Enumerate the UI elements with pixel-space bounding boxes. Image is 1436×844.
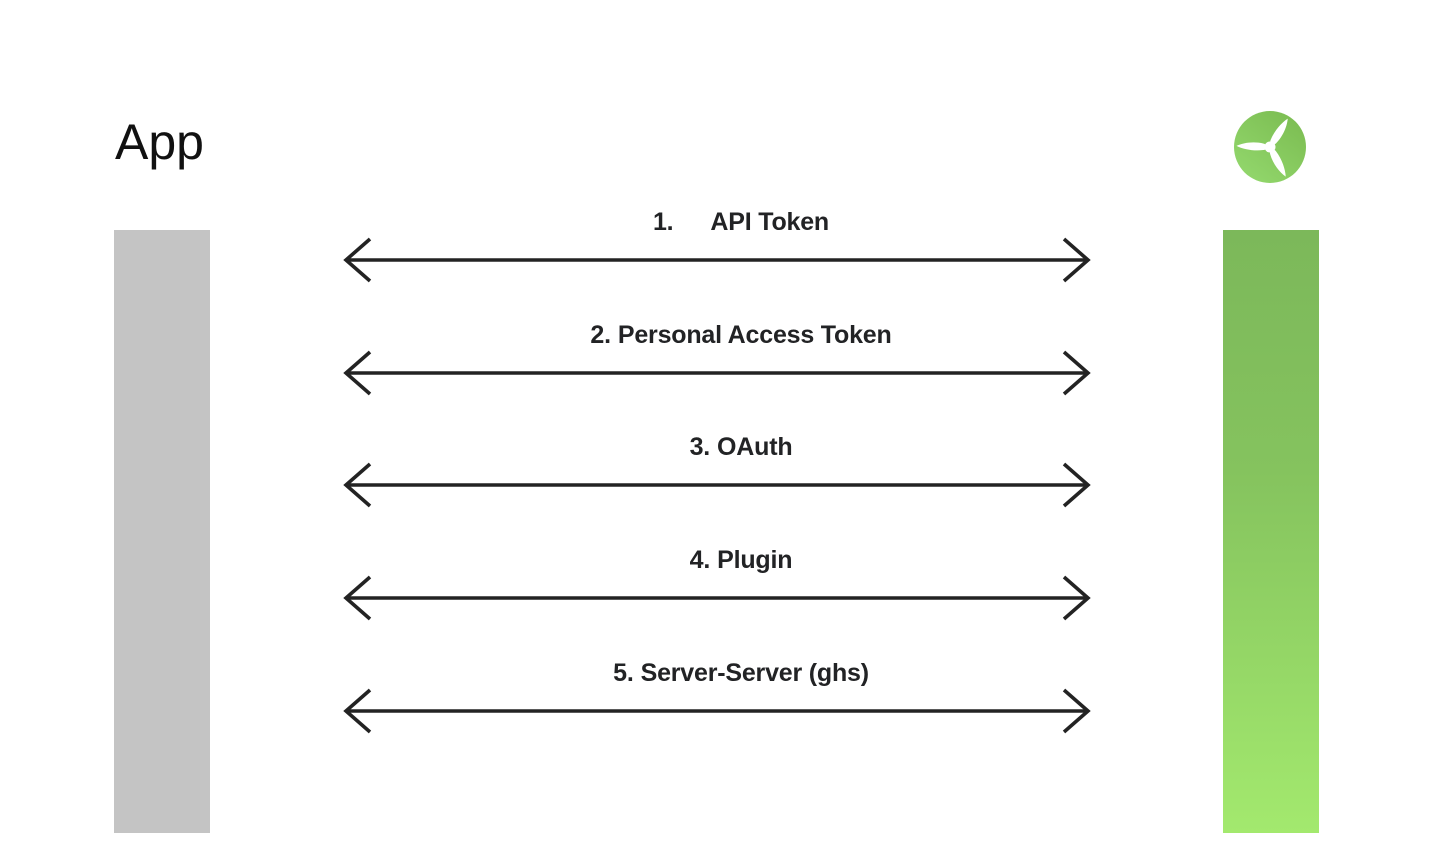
auth-method-text: OAuth xyxy=(717,433,793,461)
double-arrow xyxy=(343,575,1091,621)
auth-method-row: 2.Personal Access Token xyxy=(343,322,1091,396)
auth-method-text: Plugin xyxy=(717,546,793,574)
auth-method-row: 1. API Token xyxy=(343,209,1091,283)
auth-method-text: Server-Server (ghs) xyxy=(640,659,869,687)
double-arrow xyxy=(343,350,1091,396)
propeller-logo-icon xyxy=(1234,111,1306,183)
auth-method-number: 5. xyxy=(613,659,634,687)
auth-method-label: 3.OAuth xyxy=(367,434,1115,462)
service-lifeline-bar xyxy=(1223,230,1319,833)
auth-method-label: 5.Server-Server (ghs) xyxy=(367,660,1115,688)
page-title: App xyxy=(115,114,204,170)
auth-method-label: 2.Personal Access Token xyxy=(367,322,1115,350)
auth-method-text: API Token xyxy=(710,208,830,236)
double-arrow xyxy=(343,462,1091,508)
app-lifeline-bar xyxy=(114,230,210,833)
auth-method-row: 3.OAuth xyxy=(343,434,1091,508)
auth-method-number: 4. xyxy=(689,546,711,574)
auth-method-label: 4.Plugin xyxy=(367,547,1115,575)
auth-method-row: 4.Plugin xyxy=(343,547,1091,621)
double-arrow xyxy=(343,237,1091,283)
auth-method-number: 2. xyxy=(590,321,611,349)
auth-method-number: 3. xyxy=(689,433,711,461)
double-arrow xyxy=(343,688,1091,734)
auth-method-label: 1. API Token xyxy=(367,209,1115,237)
auth-method-row: 5.Server-Server (ghs) xyxy=(343,660,1091,734)
auth-method-text: Personal Access Token xyxy=(617,321,892,349)
auth-method-number: 1. xyxy=(652,208,674,236)
